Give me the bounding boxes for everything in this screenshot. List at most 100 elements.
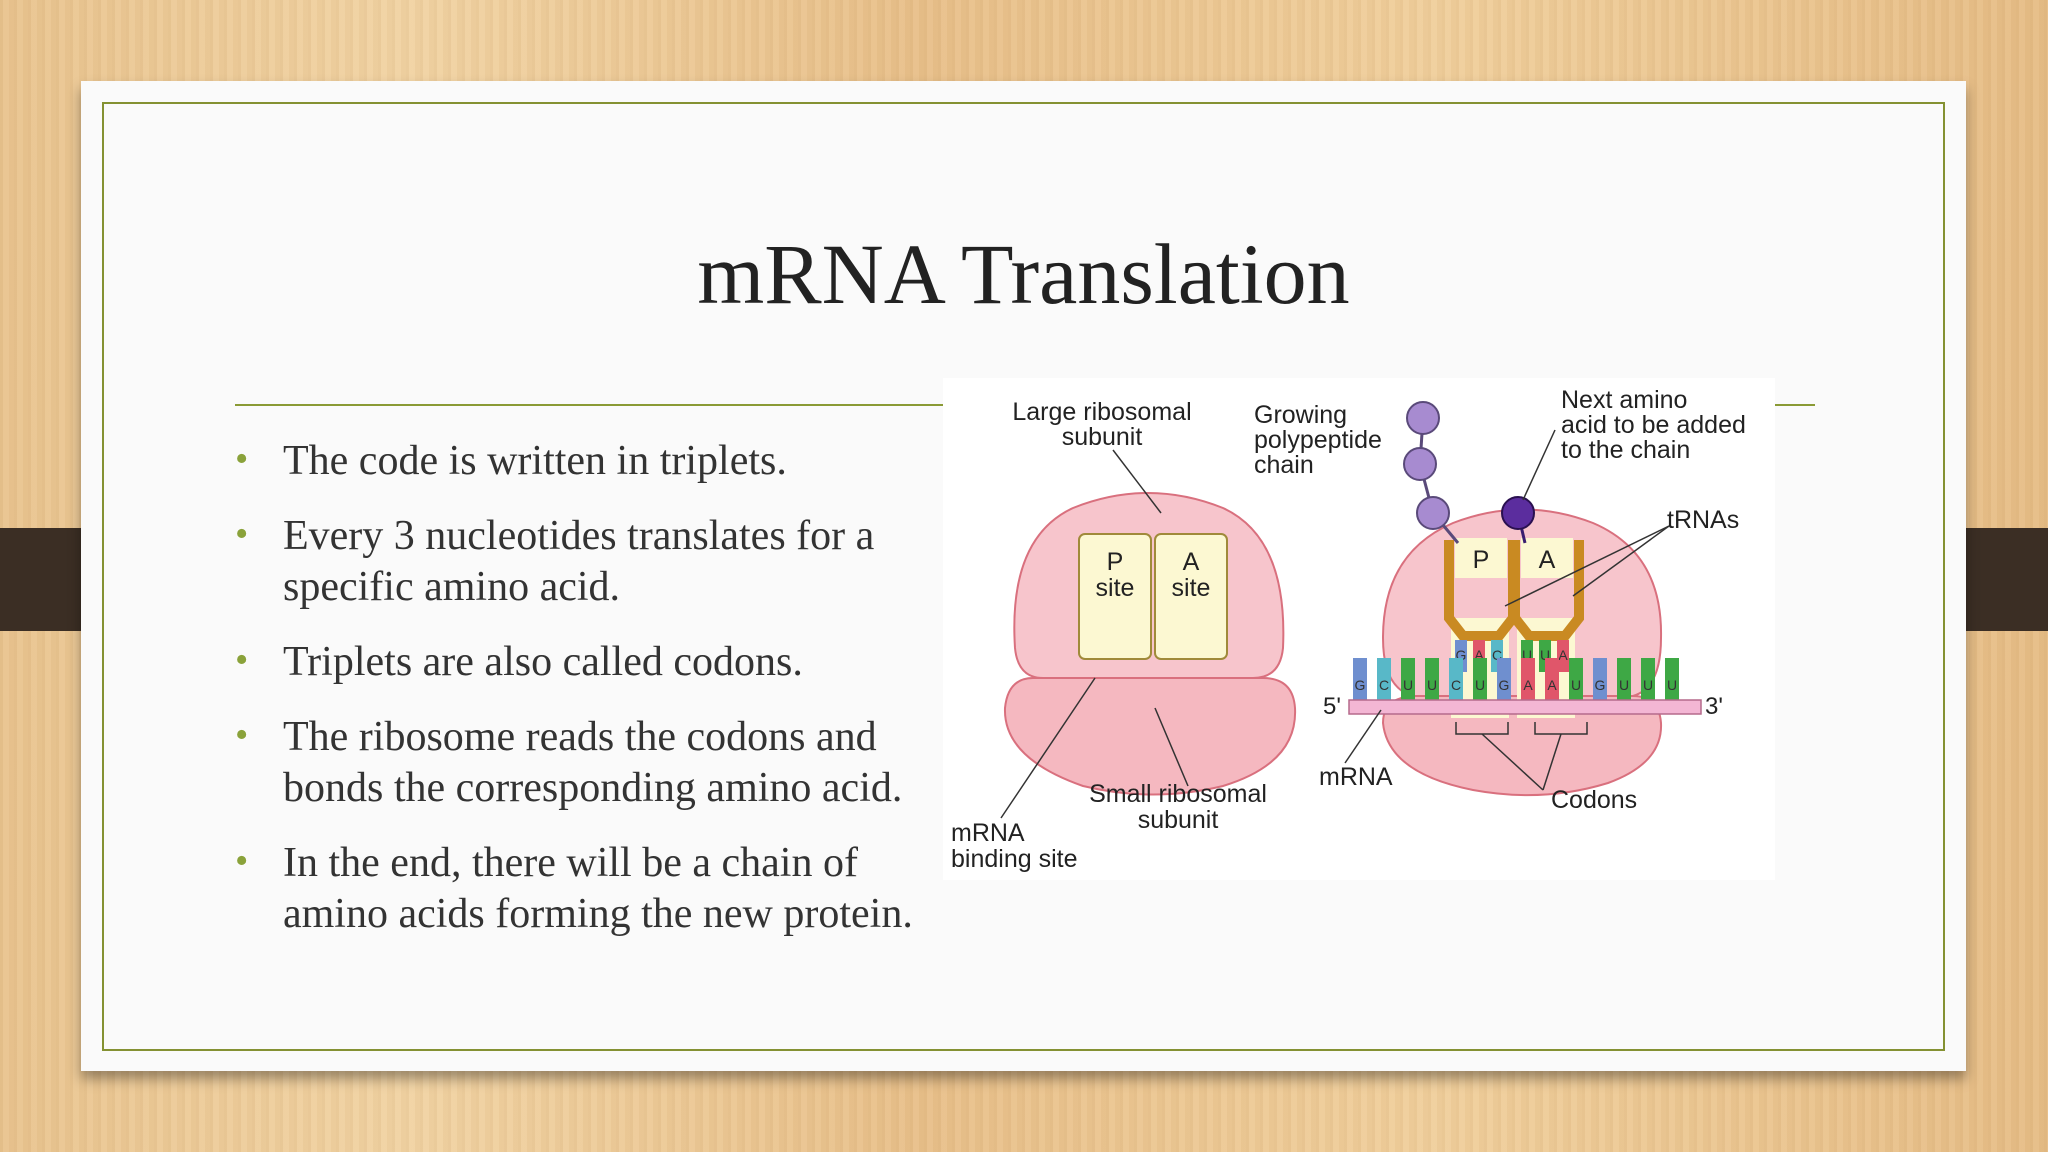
trna-a-shape	[1510, 540, 1584, 641]
large-subunit-label: subunit	[1062, 423, 1143, 451]
small-subunit-shape	[1381, 695, 1663, 797]
slide-title: mRNA Translation	[697, 226, 1350, 322]
mrna-base-bar	[1617, 658, 1631, 702]
mrna-base-letter: G	[1355, 677, 1366, 693]
trnas-pointer	[1504, 525, 1670, 607]
mrna-base-bar	[1401, 658, 1415, 702]
mrna-base-letter: U	[1619, 677, 1629, 693]
bullet-text: Every 3 nucleotides translates for a	[283, 513, 875, 559]
anticodon-base-letter: U	[1522, 647, 1532, 663]
mrna-base-bar	[1497, 658, 1511, 702]
p-site-box	[1078, 533, 1152, 660]
mrna-base-bar	[1521, 658, 1535, 702]
mrna-base-bar	[1665, 658, 1679, 702]
five-prime-label: 5'	[1323, 693, 1341, 720]
p-site-label: site	[1096, 574, 1135, 602]
small-subunit-shape	[1003, 677, 1297, 796]
trnas-pointer	[1572, 525, 1670, 597]
mrna-base-bar	[1377, 658, 1391, 702]
amino-acid-icon	[1406, 401, 1440, 435]
a-site-label: A	[1183, 548, 1200, 576]
mrna-base-letter: U	[1427, 677, 1437, 693]
ribosome-diagram: P site A site Large ribosomal subunit mR…	[943, 378, 1775, 880]
mrna-base-letter: C	[1379, 677, 1389, 693]
bullet-dot-icon: •	[235, 840, 249, 882]
large-subunit-pointer	[1112, 449, 1162, 514]
mrna-base-letter: A	[1523, 677, 1533, 693]
mrna-base-bar	[1473, 658, 1487, 702]
p-site-label: P	[1107, 548, 1124, 576]
mrna-base-letter: U	[1643, 677, 1653, 693]
mrna-base-letter: U	[1667, 677, 1677, 693]
p-letter: P	[1473, 546, 1490, 574]
bullet-text: The ribosome reads the codons and	[283, 714, 877, 760]
mrna-base-bar	[1545, 658, 1559, 702]
mrna-base-letter: U	[1571, 677, 1581, 693]
mrna-base-bar	[1353, 658, 1367, 702]
bullet-dot-icon: •	[235, 513, 249, 555]
mrna-base-letter: U	[1403, 677, 1413, 693]
small-subunit-label: Small ribosomal	[1089, 780, 1267, 808]
growing-chain-label: polypeptide	[1254, 426, 1382, 454]
large-subunit-label: Large ribosomal	[1012, 398, 1191, 426]
mrna-base-letter: A	[1547, 677, 1557, 693]
next-amino-label: to the chain	[1561, 436, 1690, 464]
bullet-dot-icon: •	[235, 714, 249, 756]
mrna-base-bar	[1449, 658, 1463, 702]
amino-acid-icon	[1403, 447, 1437, 481]
mrna-backbone	[1348, 699, 1702, 715]
bullet-text: specific amino acid.	[283, 564, 621, 610]
a-letter: A	[1539, 546, 1556, 574]
next-amino-label: Next amino	[1561, 386, 1687, 414]
codons-pointer	[1481, 733, 1544, 791]
mrna-label: mRNA	[1319, 763, 1393, 791]
growing-chain-label: Growing	[1254, 401, 1347, 429]
codons-label: Codons	[1551, 786, 1637, 814]
bullet-item: • Every 3 nucleotides translates for a spe…	[235, 511, 1055, 613]
trnas-label: tRNAs	[1667, 506, 1739, 534]
mrna-base-bar	[1425, 658, 1439, 702]
bullet-item: •Triplets are also called codons.	[235, 637, 1055, 688]
mrna-base-bar	[1641, 658, 1655, 702]
codons-pointer	[1542, 733, 1562, 791]
a-site-label: site	[1172, 574, 1211, 602]
anticodon-base-bar	[1557, 640, 1569, 672]
mrna-base-letter: U	[1475, 677, 1485, 693]
a-site-box	[1154, 533, 1228, 660]
bullet-dot-icon: •	[235, 639, 249, 681]
mrna-binding-label: mRNA	[951, 819, 1025, 847]
next-amino-acid-icon	[1501, 496, 1535, 530]
bullet-dot-icon: •	[235, 438, 249, 480]
mrna-base-bar	[1593, 658, 1607, 702]
mrna-base-bar	[1569, 658, 1583, 702]
mrna-base-letter: G	[1595, 677, 1606, 693]
bullet-item: • The code is written in triplets.	[235, 436, 1055, 487]
small-subunit-label: subunit	[1138, 806, 1219, 834]
mrna-binding-label: binding site	[951, 845, 1077, 873]
amino-acid-icon	[1416, 496, 1450, 530]
slide-frame	[102, 102, 1945, 1051]
next-amino-label: acid to be added	[1561, 411, 1746, 439]
bullet-text: The code is written in triplets.	[283, 438, 787, 484]
three-prime-label: 3'	[1705, 693, 1723, 720]
anticodon-base-letter: C	[1492, 647, 1502, 663]
growing-chain-label: chain	[1254, 451, 1314, 479]
bullet-text: bonds the corresponding amino acid.	[283, 765, 903, 811]
anticodon-base-letter: G	[1456, 647, 1467, 663]
mrna-base-letter: C	[1451, 677, 1461, 693]
a-letter-box	[1521, 538, 1573, 578]
bullet-list: • The code is written in triplets. • Every…	[235, 436, 1055, 964]
next-amino-pointer	[1522, 429, 1556, 501]
mrna-pointer	[1344, 709, 1382, 764]
bullet-text: amino acids forming the new protein.	[283, 891, 913, 937]
left-ribosome: P site A site	[1003, 492, 1297, 796]
mrna-base-letter: G	[1499, 677, 1510, 693]
anticodon-base-letter: A	[1558, 647, 1568, 663]
bullet-item: • The ribosome reads the codons and bonds …	[235, 712, 1055, 814]
p-letter-box	[1455, 538, 1507, 578]
anticodon-base-letter: U	[1540, 647, 1550, 663]
mrna-binding-pointer	[1000, 677, 1096, 819]
